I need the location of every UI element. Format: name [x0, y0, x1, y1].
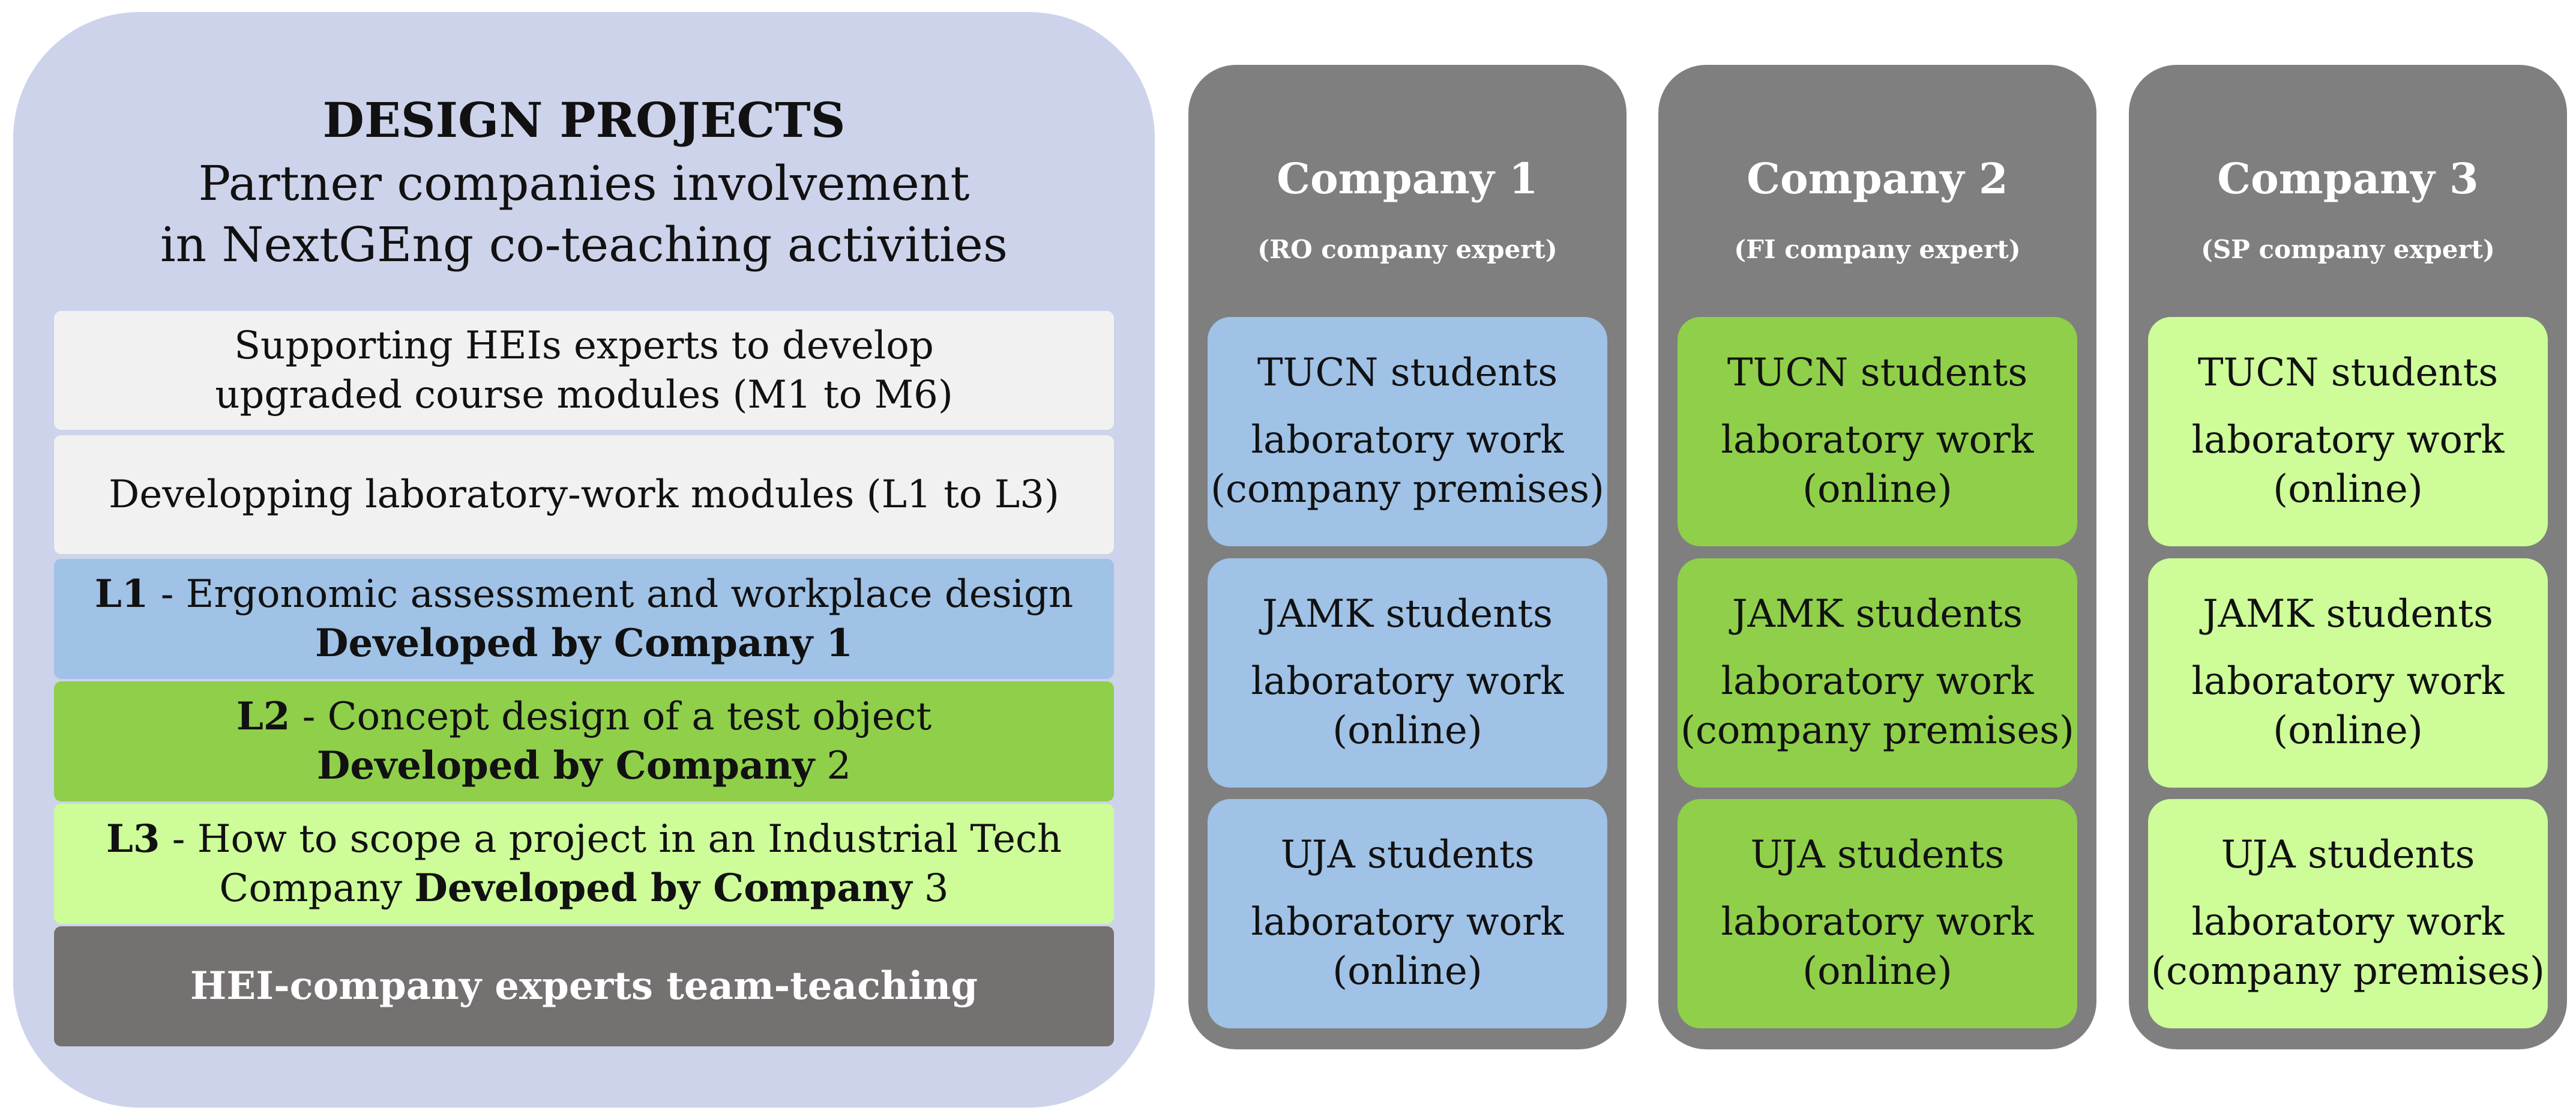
panel-title: DESIGN PROJECTS	[322, 92, 846, 148]
card-cohort: UJA students	[1750, 833, 2005, 877]
row-supporting-heis: Supporting HEIs experts to develop upgra…	[54, 311, 1114, 430]
row-team-teaching: HEI-company experts team-teaching	[54, 926, 1114, 1046]
panel-subtitle-line2: in NextGEng co-teaching activities	[160, 217, 1008, 273]
card-line2: (online)	[1332, 949, 1482, 994]
panel-subtitle-line1: Partner companies involvement	[198, 155, 970, 211]
card-line2: (company premises)	[2151, 949, 2545, 994]
l3-desc: - How to scope a project in an Industria…	[160, 817, 1062, 861]
card-line1: laboratory work	[1251, 659, 1564, 704]
row-developing-lab-modules: Developping laboratory-work modules (L1 …	[54, 435, 1114, 554]
l2-line2: Developed by Company 2	[317, 741, 851, 791]
l2-code: L2	[236, 694, 290, 739]
l2-dev-tail: 2	[814, 744, 852, 788]
company-3-expert: (SP company expert)	[2201, 235, 2495, 264]
card-line2: (online)	[1802, 949, 1952, 994]
company-2-card-tucn: TUCN students laboratory work (online)	[1678, 317, 2077, 546]
card-cohort: UJA students	[1280, 833, 1535, 877]
card-line2: (company premises)	[1681, 708, 2074, 753]
card-line1: laboratory work	[1721, 418, 2034, 462]
company-3-card-jamk: JAMK students laboratory work (online)	[2148, 558, 2548, 788]
card-line1: laboratory work	[2191, 659, 2505, 704]
company-1-column: Company 1 (RO company expert) TUCN stude…	[1188, 65, 1627, 1049]
card-cohort: TUCN students	[2197, 351, 2499, 395]
l3-line1: L3 - How to scope a project in an Indust…	[106, 815, 1062, 864]
card-line2: (online)	[2273, 708, 2423, 753]
l1-line1: L1 - Ergonomic assessment and workplace …	[95, 570, 1073, 619]
card-cohort: UJA students	[2221, 833, 2475, 877]
card-line1: laboratory work	[1251, 900, 1564, 944]
l1-line2: Developed by Company 1	[315, 619, 853, 668]
row-l1-module: L1 - Ergonomic assessment and workplace …	[54, 559, 1114, 679]
card-cohort: JAMK students	[2203, 592, 2493, 636]
company-1-expert: (RO company expert)	[1257, 235, 1557, 264]
card-cohort: TUCN students	[1257, 351, 1558, 395]
company-2-expert: (FI company expert)	[1734, 235, 2021, 264]
l1-code: L1	[94, 572, 149, 617]
l3-developed-by: Developed by Company	[414, 866, 912, 911]
company-2-name: Company 2	[1747, 154, 2008, 204]
card-line1: laboratory work	[1721, 659, 2034, 704]
company-2-card-uja: UJA students laboratory work (online)	[1678, 799, 2077, 1028]
company-2-column: Company 2 (FI company expert) TUCN stude…	[1658, 65, 2096, 1049]
company-3-card-uja: UJA students laboratory work (company pr…	[2148, 799, 2548, 1028]
card-line2: (online)	[2273, 467, 2423, 511]
design-projects-panel: DESIGN PROJECTS Partner companies involv…	[13, 12, 1155, 1108]
card-line1: laboratory work	[2191, 900, 2505, 944]
l3-line2: Company Developed by Company 3	[219, 864, 948, 913]
team-teaching-text: HEI-company experts team-teaching	[190, 964, 978, 1009]
l1-desc: - Ergonomic assessment and workplace des…	[148, 572, 1074, 617]
row-supporting-line2: upgraded course modules (M1 to M6)	[215, 373, 953, 417]
card-line1: laboratory work	[1251, 418, 1564, 462]
card-line2: (company premises)	[1211, 467, 1604, 511]
company-1-card-tucn: TUCN students laboratory work (company p…	[1208, 317, 1607, 546]
card-line1: laboratory work	[1721, 900, 2034, 944]
company-1-card-uja: UJA students laboratory work (online)	[1208, 799, 1607, 1028]
card-line2: (online)	[1802, 467, 1952, 511]
card-cohort: JAMK students	[1732, 592, 2023, 636]
l2-developed-by: Developed by Company	[316, 743, 815, 788]
l2-desc: - Concept design of a test object	[290, 695, 932, 739]
company-3-name: Company 3	[2217, 154, 2479, 204]
company-1-card-jamk: JAMK students laboratory work (online)	[1208, 558, 1607, 788]
row-l2-module: L2 - Concept design of a test object Dev…	[54, 681, 1114, 801]
company-2-card-jamk: JAMK students laboratory work (company p…	[1678, 558, 2077, 788]
card-cohort: JAMK students	[1262, 592, 1553, 636]
card-line1: laboratory work	[2191, 418, 2505, 462]
card-cohort: TUCN students	[1727, 351, 2028, 395]
l3-dev-tail: 3	[912, 866, 949, 911]
company-1-name: Company 1	[1277, 154, 1538, 204]
card-line2: (online)	[1332, 708, 1482, 753]
l3-line2-prefix: Company	[219, 866, 415, 911]
row-developing-text: Developping laboratory-work modules (L1 …	[109, 472, 1059, 517]
l1-developed-by: Developed by Company 1	[315, 621, 853, 666]
l3-code: L3	[106, 816, 160, 861]
company-3-card-tucn: TUCN students laboratory work (online)	[2148, 317, 2548, 546]
panel-heading: DESIGN PROJECTS Partner companies involv…	[13, 87, 1155, 276]
row-supporting-line1: Supporting HEIs experts to develop	[234, 324, 934, 368]
row-l3-module: L3 - How to scope a project in an Indust…	[54, 804, 1114, 924]
company-3-column: Company 3 (SP company expert) TUCN stude…	[2129, 65, 2567, 1049]
l2-line1: L2 - Concept design of a test object	[236, 692, 931, 741]
